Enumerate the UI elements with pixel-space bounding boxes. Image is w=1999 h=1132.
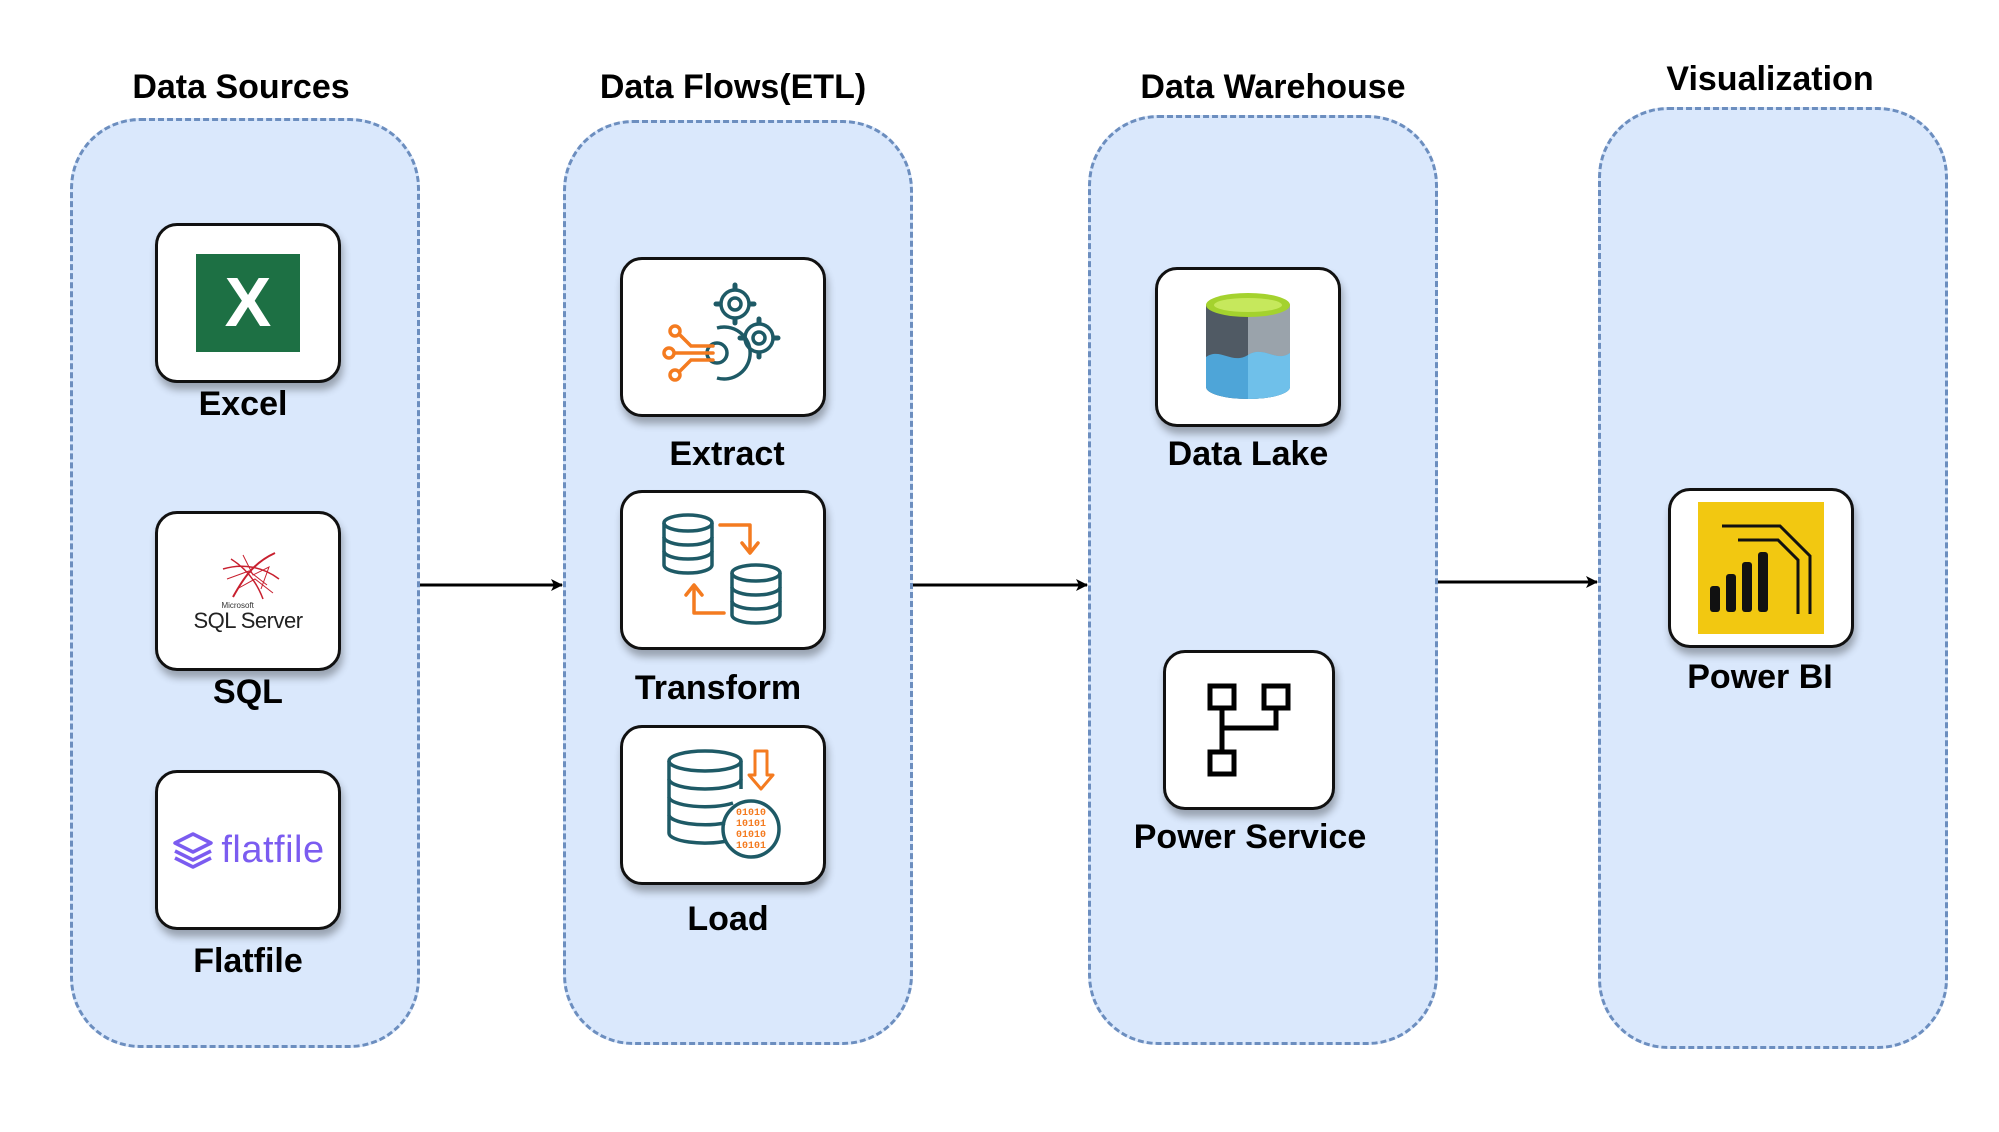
sql-server-logo: Microsoft SQL Server <box>193 549 303 634</box>
flatfile-logo: flatfile <box>171 829 324 872</box>
label-sql: SQL <box>213 673 283 711</box>
excel-logo: X <box>196 254 300 352</box>
lane-title-data-warehouse: Data Warehouse <box>1140 68 1406 106</box>
sql-card: Microsoft SQL Server <box>155 511 341 671</box>
data-lake-icon <box>1206 293 1290 399</box>
flatfile-layers-icon <box>173 832 214 869</box>
excel-glyph: X <box>225 263 272 341</box>
lane-title-visualization: Visualization <box>1666 60 1874 98</box>
flatfile-card: flatfile <box>155 770 341 930</box>
database-load-icon: 01010 10101 01010 10101 <box>667 749 781 859</box>
data-lake-card <box>1155 267 1341 427</box>
sql-server-text: SQL Server <box>193 607 303 633</box>
binary-line-4: 10101 <box>736 841 766 852</box>
label-power-bi: Power BI <box>1687 658 1833 696</box>
extract-card <box>620 257 826 417</box>
label-transform: Transform <box>634 669 802 707</box>
flow-diagram-icon <box>1207 683 1291 777</box>
flatfile-wordmark: flatfile <box>221 828 325 871</box>
gears-icon <box>662 282 781 382</box>
power-service-card <box>1163 650 1335 810</box>
database-sync-icon <box>662 513 782 625</box>
lane-title-data-flows: Data Flows(ETL) <box>599 68 867 106</box>
binary-line-3: 01010 <box>736 830 766 841</box>
label-extract: Extract <box>669 435 785 473</box>
lane-title-data-sources: Data Sources <box>132 68 350 106</box>
excel-card: X <box>155 223 341 383</box>
load-card: 01010 10101 01010 10101 <box>620 725 826 885</box>
power-bi-card <box>1668 488 1854 648</box>
transform-card <box>620 490 826 650</box>
label-flatfile: Flatfile <box>193 942 303 980</box>
label-data-lake: Data Lake <box>1167 435 1329 473</box>
sql-server-swoosh-icon <box>222 551 280 599</box>
power-bi-logo <box>1698 502 1824 634</box>
binary-line-1: 01010 <box>736 808 766 819</box>
sql-microsoft-text: Microsoft <box>221 600 254 610</box>
label-power-service: Power Service <box>1133 818 1367 856</box>
label-excel: Excel <box>198 385 288 423</box>
label-load: Load <box>687 900 769 938</box>
binary-line-2: 10101 <box>736 819 766 830</box>
